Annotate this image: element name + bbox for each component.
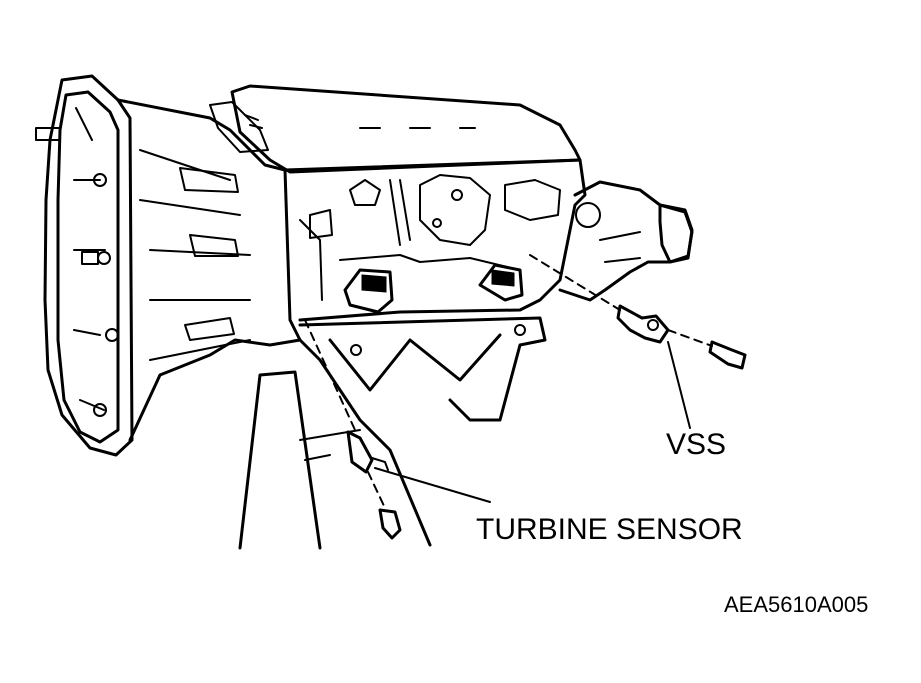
transmission-case <box>116 98 302 442</box>
vss-sensor <box>529 254 747 370</box>
vss-leader-line <box>667 341 691 429</box>
turbine-sensor-label: TURBINE SENSOR <box>476 513 743 546</box>
turbine-leader-line <box>374 467 491 503</box>
mid-case <box>283 158 587 322</box>
extension-housing <box>558 180 694 302</box>
valve-body-cover <box>230 84 582 174</box>
turbine-sensor <box>304 319 402 540</box>
mount-pads <box>343 263 524 314</box>
bell-housing <box>35 74 134 457</box>
figure-code: AEA5610A005 <box>724 592 869 617</box>
transmission-stand <box>238 316 547 550</box>
vss-label: VSS <box>666 428 727 461</box>
